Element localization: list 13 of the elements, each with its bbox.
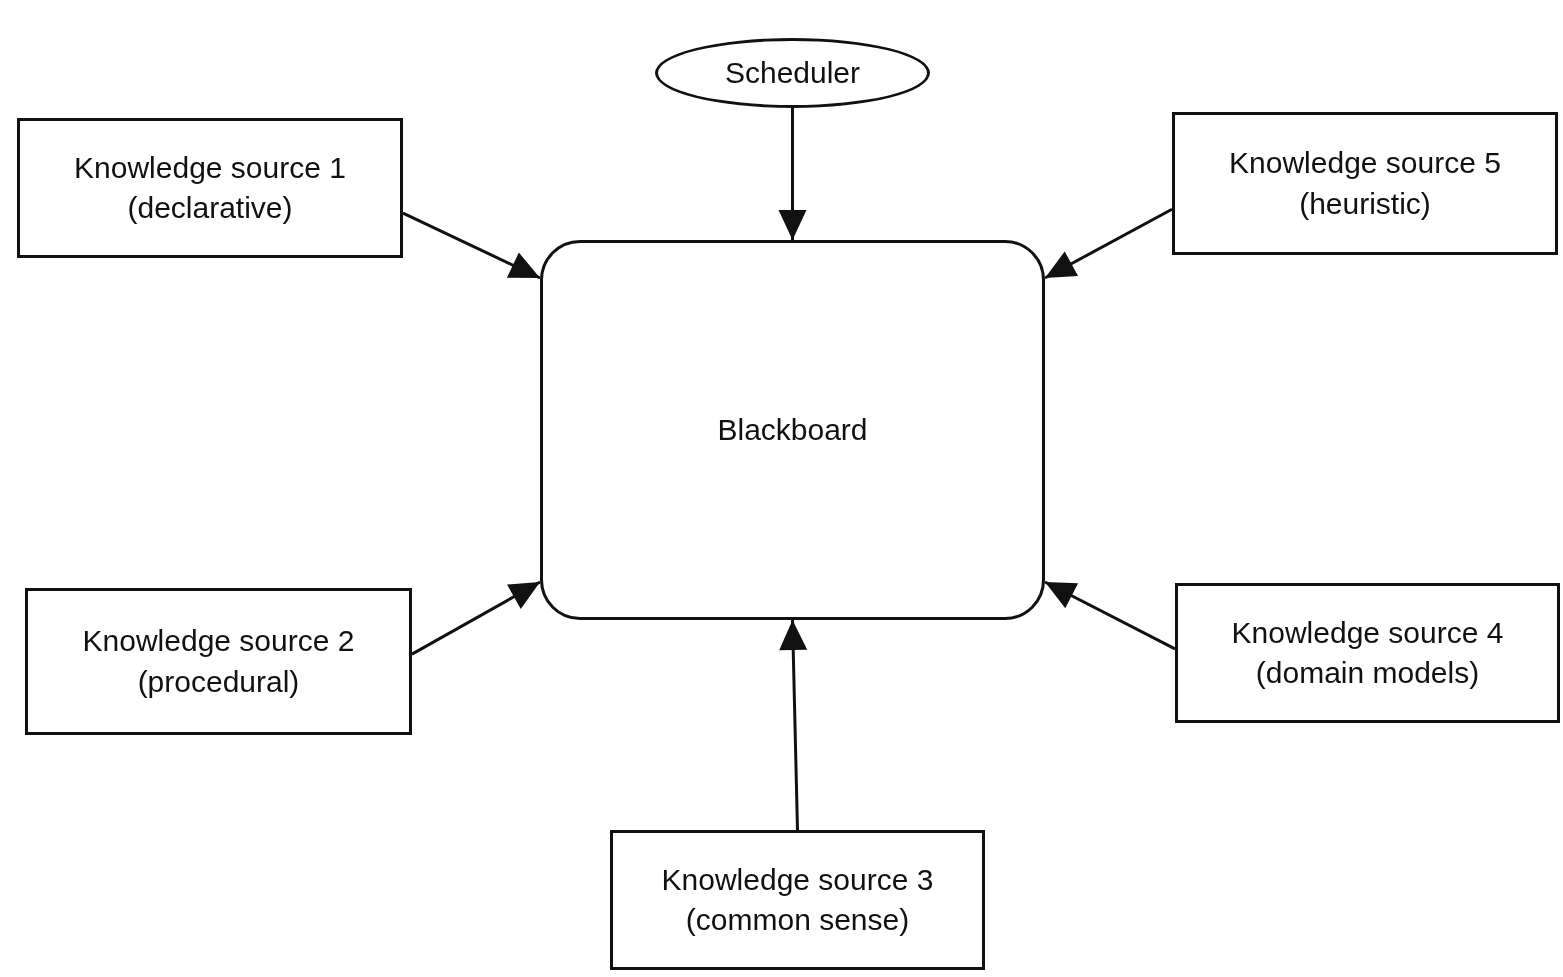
process-box: Knowledge source 3 (common sense) [610,830,985,970]
arrow [1044,207,1173,280]
process-box: Knowledge source 2 (procedural) [25,588,412,735]
blackboard-box: Blackboard [540,240,1045,620]
arrow [411,580,541,656]
arrow [779,619,808,831]
process-box: Knowledge source 1 (declarative) [17,118,403,258]
arrow [1044,580,1176,651]
arrow [778,108,807,240]
scheduler-ellipse: Scheduler [655,38,930,108]
arrow [402,211,541,280]
process-box: Knowledge source 4 (domain models) [1175,583,1560,723]
process-box: Knowledge source 5 (heuristic) [1172,112,1558,255]
